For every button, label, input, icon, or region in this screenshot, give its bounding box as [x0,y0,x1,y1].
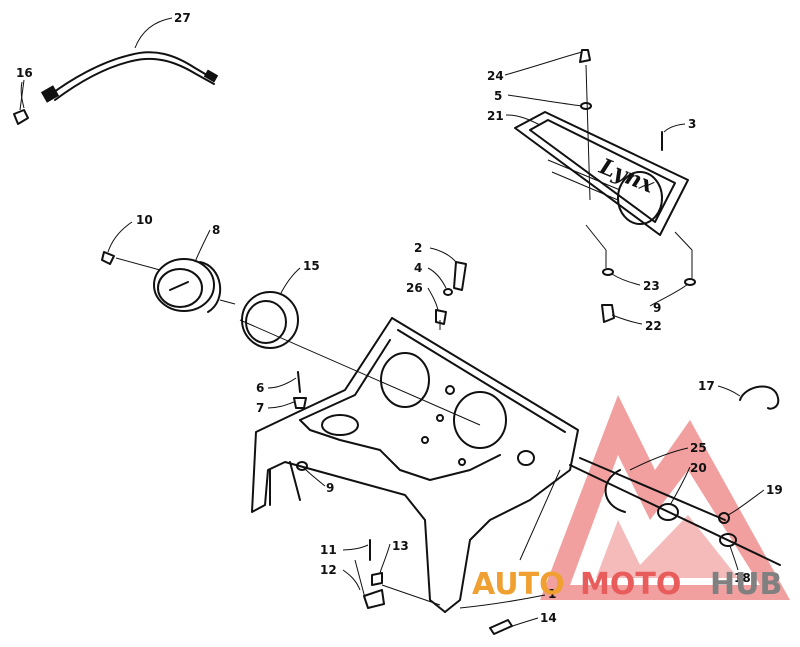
callout-21: 21 [487,109,504,123]
callout-13: 13 [392,539,409,553]
callout-22: 22 [645,319,662,333]
callout-19: 19 [766,483,783,497]
fasteners-middle [293,261,467,471]
callout-9-upper: 9 [653,301,661,315]
cable-assembly [519,457,781,566]
bezel-plate [514,111,689,236]
callout-15: 15 [303,259,320,273]
callout-2: 2 [414,241,422,255]
callout-6: 6 [256,381,264,395]
dash-console [239,317,579,613]
bracket-part [354,539,441,609]
callout-14: 14 [540,611,557,625]
callout-12: 12 [320,563,337,577]
callout-18: 18 [734,571,751,585]
callout-20: 20 [690,461,707,475]
callout-24: 24 [487,69,504,83]
callout-26: 26 [406,281,423,295]
callout-27: 27 [174,11,191,25]
watermark-text: AUTO MOTO HUB [472,567,782,602]
callout-17: 17 [698,379,715,393]
callout-3: 3 [688,117,696,131]
watermark-part3: HUB [710,567,782,602]
callout-5: 5 [494,89,502,103]
callout-10: 10 [136,213,153,227]
clip-part [739,385,780,410]
watermark-part1: AUTO [472,567,565,602]
gauge-part [101,251,236,313]
callout-23: 23 [643,279,660,293]
callout-16: 16 [16,66,33,80]
callout-25: 25 [690,441,707,455]
callout-7: 7 [256,401,264,415]
screw-part [489,619,513,635]
fasteners-upper [579,49,696,323]
callout-11: 11 [320,543,337,557]
gauge-ring [241,291,299,349]
leader-lines [20,17,765,628]
callout-1: 1 [548,587,556,601]
bulb-part [13,79,29,125]
callout-8: 8 [212,223,220,237]
callout-labels: 27 16 24 5 21 3 10 8 15 2 4 26 23 9 22 6… [16,11,783,625]
cable-harness [40,51,219,103]
watermark-part2: MOTO [580,567,681,602]
callout-4: 4 [414,261,422,275]
callout-9-lower: 9 [326,481,334,495]
